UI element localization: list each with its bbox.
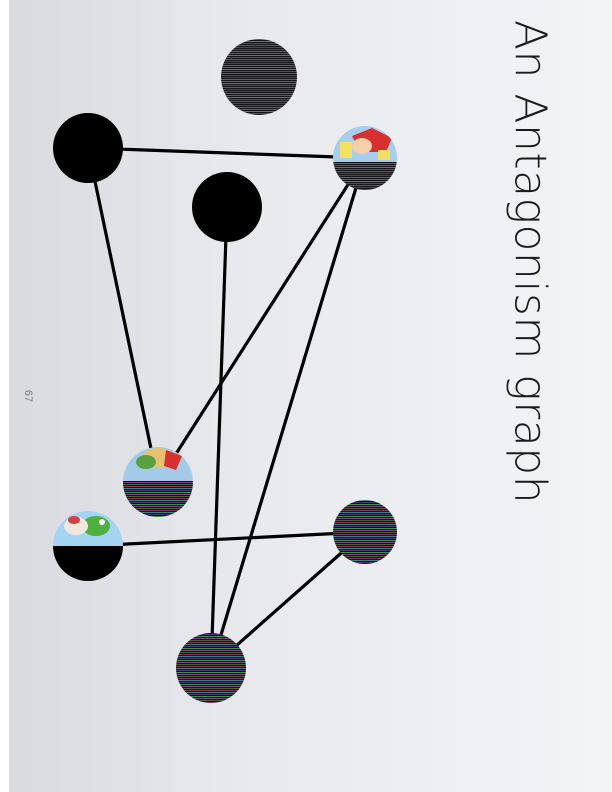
edge-n6-n7: [86, 530, 367, 548]
edge-n2-n3: [86, 146, 367, 160]
graph-node-striped: [333, 500, 397, 564]
graph-node-striped: [176, 633, 246, 703]
edge-n2-n8: [209, 156, 367, 670]
edge-n4-n8: [209, 205, 229, 670]
graph-node-bowser: [123, 447, 193, 517]
graph-node-solid: [192, 172, 262, 242]
graph-node-mario: [333, 126, 397, 190]
graph-node-striped: [221, 39, 297, 115]
graph-node-yoshi: [53, 511, 123, 581]
edge-n2-n5: [156, 156, 367, 484]
edge-n3-n5: [86, 146, 160, 484]
graph-node-solid: [53, 113, 123, 183]
graph-nodes: [53, 39, 397, 703]
